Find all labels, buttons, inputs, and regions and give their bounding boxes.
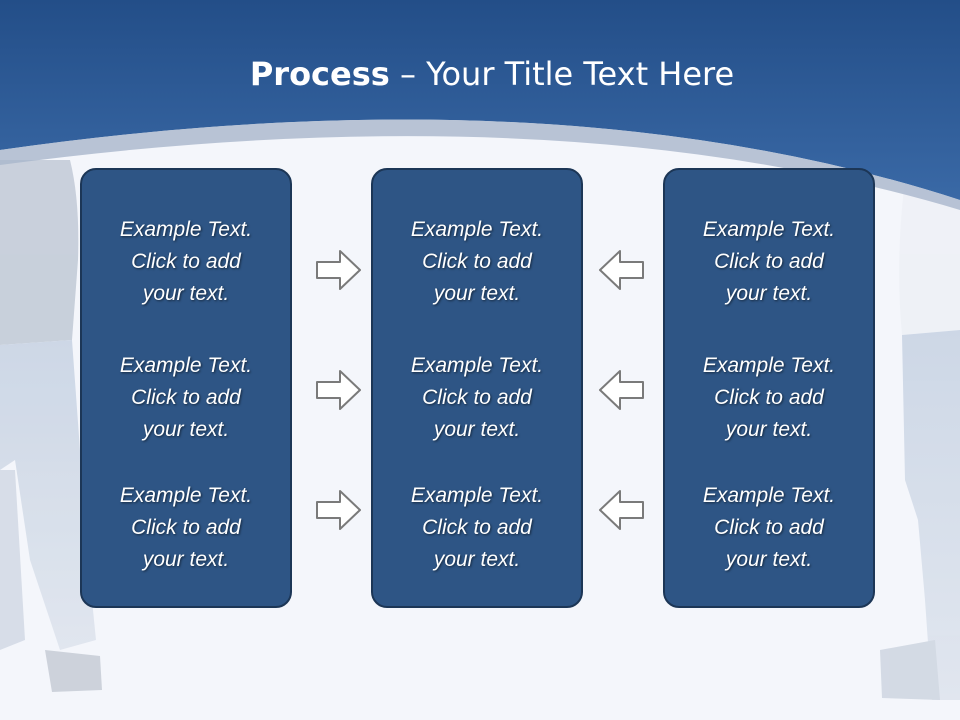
arrow-left-icon bbox=[599, 370, 644, 410]
panel-right[interactable]: Example Text. Click to add your text. Ex… bbox=[663, 168, 875, 608]
person-left-image bbox=[0, 160, 102, 692]
arrow-right-icon bbox=[316, 250, 361, 290]
title-rest: – Your Title Text Here bbox=[389, 55, 735, 93]
text-placeholder[interactable]: Example Text. Click to add your text. bbox=[702, 218, 836, 305]
panel-center[interactable]: Example Text. Click to add your text. Ex… bbox=[371, 168, 583, 608]
text-placeholder[interactable]: Example Text. Click to add your text. bbox=[410, 354, 544, 441]
arrow-left-icon bbox=[599, 490, 644, 530]
panel-left[interactable]: Example Text. Click to add your text. Ex… bbox=[80, 168, 292, 608]
text-placeholder[interactable]: Example Text. Click to add your text. bbox=[119, 484, 253, 571]
slide-title[interactable]: Process – Your Title Text Here bbox=[0, 52, 960, 96]
text-placeholder[interactable]: Example Text. Click to add your text. bbox=[702, 354, 836, 441]
arrow-right-icon bbox=[316, 370, 361, 410]
title-bold: Process bbox=[249, 55, 390, 93]
text-placeholder[interactable]: Example Text. Click to add your text. bbox=[410, 218, 544, 305]
text-placeholder[interactable]: Example Text. Click to add your text. bbox=[119, 218, 253, 305]
text-placeholder[interactable]: Example Text. Click to add your text. bbox=[119, 354, 253, 441]
person-right-image bbox=[880, 170, 960, 700]
text-placeholder[interactable]: Example Text. Click to add your text. bbox=[410, 484, 544, 571]
arrow-right-icon bbox=[316, 490, 361, 530]
arrow-left-icon bbox=[599, 250, 644, 290]
text-placeholder[interactable]: Example Text. Click to add your text. bbox=[702, 484, 836, 571]
